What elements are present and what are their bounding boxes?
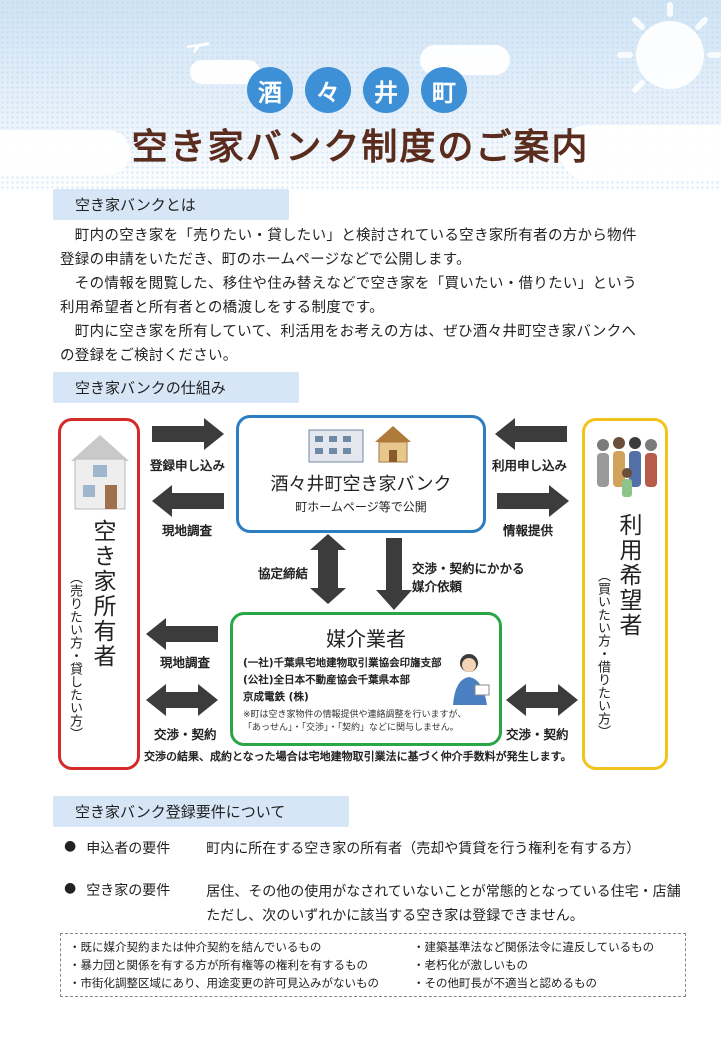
bank-title: 酒々井町空き家バンク: [270, 474, 452, 495]
sun-icon: [617, 2, 721, 93]
arrow-info: [497, 485, 569, 517]
user-box: 利用希望者 （買いたい方・借りたい方）: [582, 418, 668, 770]
broker-member: 京成電鉄 (株): [243, 691, 309, 703]
arrow-survey-owner: [152, 485, 224, 517]
label-request-1: 交渉・契約にかかる: [412, 561, 525, 576]
broker-box: 媒介業者 (一社)千葉県宅地建物取引業協会印旛支部 (公社)全日本不動産協会千葉…: [230, 612, 502, 746]
conditions-right: ・建築基準法など関係法令に違反しているもの ・老朽化が激しいもの ・その他町長が…: [413, 938, 654, 992]
arrow-survey-broker: [146, 618, 218, 650]
section-heading-about: 空き家バンクとは: [53, 189, 289, 220]
text-line: 町内に空き家を所有していて、利活用をお考えの方は、ぜひ酒々井町空き家バンクへ: [60, 324, 637, 340]
requirement-house: ● 空き家の要件 居住、その他の使用がなされていないことが常態的となっている住宅…: [64, 880, 681, 928]
cloud-decoration: [0, 130, 130, 175]
exclusion-conditions: ・既に媒介契約または仲介契約を結んでいるもの ・暴力団と関係を有する方が所有権等…: [60, 933, 686, 997]
label-survey-owner: 現地調査: [162, 523, 213, 538]
note-line: ※町は空き家物件の情報提供や連絡調整を行いますが、: [243, 710, 467, 720]
broker-members: (一社)千葉県宅地建物取引業協会印旛支部 (公社)全日本不動産協会千葉県本部 京…: [243, 655, 442, 706]
arrow-apply: [495, 418, 567, 450]
section-heading-mechanism: 空き家バンクの仕組み: [53, 372, 299, 403]
airplane-icon: [187, 42, 209, 53]
arrow-nego-owner: [146, 684, 218, 716]
requirement-text: 町内に所在する空き家の所有者（売却や賃貸を行う権利を有する方）: [206, 841, 641, 857]
condition-item: ・老朽化が激しいもの: [413, 958, 528, 972]
cloud-decoration: [560, 125, 721, 180]
text-line: 登録の申請をいただき、町のホームページなどで公開します。: [60, 252, 471, 268]
owner-subtitle: （売りたい方・貸したい方）: [67, 571, 82, 740]
label-nego-owner: 交渉・契約: [154, 727, 217, 742]
broker-person-icon: [453, 654, 490, 705]
text-line: 利用希望者と所有者との橋渡しをする制度です。: [60, 300, 385, 316]
town-name-badges: 酒 々 井 町: [247, 67, 467, 113]
user-title: 利用希望者: [615, 513, 641, 638]
bullet-icon: ●: [64, 838, 77, 854]
broker-member: (一社)千葉県宅地建物取引業協会印旛支部: [243, 657, 442, 669]
requirement-applicant: ● 申込者の要件 町内に所在する空き家の所有者（売却や賃貸を行う権利を有する方）: [64, 838, 640, 858]
text-line: その情報を閲覧した、移住や住み替えなどで空き家を「買いたい・借りたい」という: [60, 276, 637, 292]
conditions-left: ・既に媒介契約または仲介契約を結んでいるもの ・暴力団と関係を有する方が所有権等…: [69, 938, 379, 992]
text-line: の登録をご検討ください。: [60, 348, 238, 364]
owner-title: 空き家所有者: [89, 519, 115, 669]
condition-item: ・既に媒介契約または仲介契約を結んでいるもの: [69, 940, 322, 954]
broker-member: (公社)全日本不動産協会千葉県本部: [243, 674, 411, 686]
broker-title: 媒介業者: [326, 627, 406, 651]
label-agreement: 協定締結: [258, 566, 309, 581]
town-char: 酒: [247, 67, 293, 113]
condition-item: ・建築基準法など関係法令に違反しているもの: [413, 940, 655, 954]
town-char: 井: [363, 67, 409, 113]
requirement-label: 空き家の要件: [86, 883, 171, 899]
town-char: 町: [421, 67, 467, 113]
family-icon: [597, 437, 657, 497]
condition-item: ・暴力団と関係を有する方が所有権等の権利を有するもの: [69, 958, 368, 972]
note-line: 「あっせん」・「交渉」・「契約」などに関与しません。: [243, 723, 459, 733]
label-register: 登録申し込み: [150, 458, 226, 473]
broker-note: ※町は空き家物件の情報提供や連絡調整を行いますが、 「あっせん」・「交渉」・「契…: [243, 709, 466, 735]
label-info: 情報提供: [503, 523, 554, 538]
town-char: 々: [305, 67, 351, 113]
requirement-text: 居住、その他の使用がなされていないことが常態的となっている住宅・店舗: [206, 884, 681, 900]
text-line: 町内の空き家を「売りたい・貸したい」と検討されている空き家所有者の方から物件: [60, 228, 637, 244]
fee-footnote: 交渉の結果、成約となった場合は宅地建物取引業法に基づく仲介手数料が発生します。: [144, 750, 572, 763]
label-survey-broker: 現地調査: [160, 655, 211, 670]
section-heading-requirements: 空き家バンク登録要件について: [53, 796, 349, 827]
requirement-label: 申込者の要件: [86, 841, 171, 857]
arrow-agreement: [310, 534, 346, 604]
requirement-text: ただし、次のいずれかに該当する空き家は登録できません。: [206, 908, 584, 924]
arrow-nego-user: [506, 684, 578, 716]
owner-box: 空き家所有者 （売りたい方・貸したい方）: [58, 418, 140, 770]
label-request-2: 媒介依頼: [412, 579, 463, 594]
user-subtitle: （買いたい方・借りたい方）: [595, 569, 610, 738]
condition-item: ・その他町長が不適当と認めるもの: [413, 976, 597, 990]
about-paragraph: 町内の空き家を「売りたい・貸したい」と検討されている空き家所有者の方から物件 登…: [60, 224, 700, 368]
bullet-icon: ●: [64, 880, 77, 896]
page-title: 空き家バンク制度のご案内: [131, 127, 590, 168]
arrow-register: [152, 418, 224, 450]
bank-subtitle: 町ホームページ等で公開: [295, 500, 427, 514]
label-nego-user: 交渉・契約: [506, 727, 569, 742]
arrow-request: [376, 538, 412, 610]
label-apply: 利用申し込み: [492, 458, 568, 473]
buildings-icon: [308, 426, 411, 463]
bank-box: 酒々井町空き家バンク 町ホームページ等で公開: [236, 415, 486, 533]
house-icon: [71, 435, 129, 510]
condition-item: ・市街化調整区域にあり、用途変更の許可見込みがないもの: [69, 976, 380, 990]
